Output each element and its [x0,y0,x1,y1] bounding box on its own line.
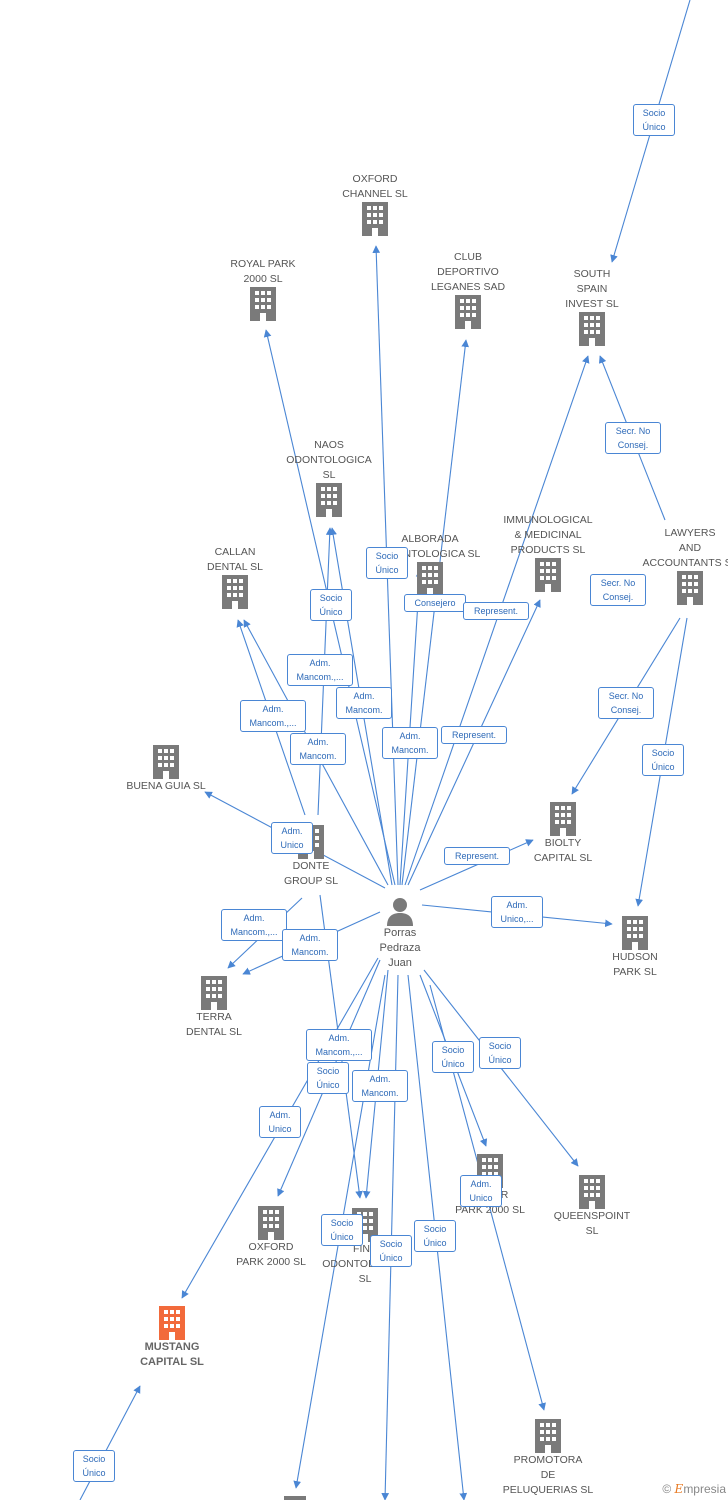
building-icon [284,1496,306,1500]
edge-label[interactable]: Adm. Mancom. [282,929,338,961]
building-icon [201,976,227,1010]
building-icon [153,745,179,779]
edge-label[interactable]: Socio Único [73,1450,115,1482]
company-queenspoint[interactable]: QUEENSPOINT SL [517,1175,667,1239]
company-immunological[interactable]: IMMUNOLOGICAL & MEDICINAL PRODUCTS SL [473,513,623,592]
company-label: CLUB DEPORTIVO LEGANES SAD [430,251,506,293]
edge-label[interactable]: Adm. Mancom. [336,687,392,719]
edge-label[interactable]: Socio Único [370,1235,412,1267]
company-lawyers[interactable]: LAWYERS AND ACCOUNTANTS SL [615,526,728,605]
company-south-spain[interactable]: SOUTH SPAIN INVEST SL [517,267,667,346]
company-label: QUEENSPOINT SL [553,1210,631,1237]
edge-label[interactable]: Adm. Unico [271,822,313,854]
company-label: BUENA GUIA SL [126,780,206,792]
edge-label[interactable]: Consejero [404,594,466,612]
edge-label[interactable]: Socio Único [633,104,675,136]
building-icon [316,483,342,517]
building-icon [622,916,648,950]
company-label: MUSTANG CAPITAL SL [140,1341,204,1368]
edge-label[interactable]: Adm. Mancom.,... [221,909,287,941]
brand-footer: © Empresia [662,1482,726,1496]
person-node[interactable]: Porras Pedraza Juan [325,896,475,971]
brand-logo: E [674,1482,684,1496]
edge-label[interactable]: Socio Único [414,1220,456,1252]
building-icon [535,1419,561,1453]
company-label: BIOLTY CAPITAL SL [533,837,593,864]
edge-label[interactable]: Adm. Unico,... [491,896,543,928]
edge-label[interactable]: Socio Único [642,744,684,776]
company-label: CALLAN DENTAL SL [206,546,264,573]
company-label: ROYAL PARK 2000 SL [230,258,296,285]
building-icon [455,295,481,329]
edge-label[interactable]: Socio Único [366,547,408,579]
company-label: TERRA DENTAL SL [185,1011,243,1038]
company-naos[interactable]: NAOS ODONTOLOGICA SL [254,438,404,517]
edge-label[interactable]: Adm. Mancom.,... [240,700,306,732]
company-oxford-park[interactable]: OXFORD PARK 2000 SL [196,1206,346,1270]
edge-label[interactable]: Socio Único [432,1041,474,1073]
company-label: DONTE GROUP SL [283,860,339,887]
edge-label[interactable]: Socio Único [307,1062,349,1094]
edge-label[interactable]: Secr. No Consej. [605,422,661,454]
edge-label[interactable]: Represent. [463,602,529,620]
company-label: NAOS ODONTOLOGICA SL [286,439,372,481]
company-oxford-channel[interactable]: OXFORD CHANNEL SL [300,172,450,236]
building-icon [550,802,576,836]
edge-label[interactable]: Secr. No Consej. [590,574,646,606]
person-label: Porras Pedraza Juan [379,927,421,969]
edge-label[interactable]: Adm. Mancom. [382,727,438,759]
company-label: SOUTH SPAIN INVEST SL [565,268,619,310]
edge-label[interactable]: Adm. Mancom. [352,1070,408,1102]
edge-label[interactable]: Adm. Mancom.,... [287,654,353,686]
edge-label[interactable]: Represent. [444,847,510,865]
company-hudson[interactable]: HUDSON PARK SL [560,916,710,980]
building-icon [159,1306,185,1340]
company-buena-guia[interactable]: BUENA GUIA SL [91,745,241,794]
brand-name: mpresia [683,1482,726,1496]
company-club-deportivo[interactable]: CLUB DEPORTIVO LEGANES SAD [393,250,543,329]
company-royal-park[interactable]: ROYAL PARK 2000 SL [188,257,338,321]
building-icon [677,571,703,605]
edge-label[interactable]: Socio Único [310,589,352,621]
edge-label[interactable]: Secr. No Consej. [598,687,654,719]
copyright-symbol: © [662,1482,672,1496]
edge-label[interactable]: Socio Único [321,1214,363,1246]
person-icon [387,898,413,926]
edge-label[interactable]: Adm. Mancom.,... [306,1029,372,1061]
building-icon [579,312,605,346]
edge-label[interactable]: Adm. Unico [259,1106,301,1138]
edge-label[interactable]: Socio Único [479,1037,521,1069]
company-biolty[interactable]: BIOLTY CAPITAL SL [488,802,638,866]
company-label: HUDSON PARK SL [612,951,658,978]
building-icon [258,1206,284,1240]
company-alborada[interactable]: ALBORADA ODONTOLOGICA SL [355,532,505,596]
building-icon [417,562,443,596]
building-icon [362,202,388,236]
edge-label[interactable]: Adm. Mancom. [290,733,346,765]
company-mustang[interactable]: MUSTANG CAPITAL SL [97,1306,247,1370]
edge-label[interactable]: Adm. Unico [460,1175,502,1207]
building-icon [250,287,276,321]
building-icon [222,575,248,609]
company-label: IMMUNOLOGICAL & MEDICINAL PRODUCTS SL [503,514,593,556]
building-icon [535,558,561,592]
company-label: OXFORD PARK 2000 SL [236,1241,306,1268]
company-promotora[interactable]: PROMOTORA DE PELUQUERIAS SL [473,1419,623,1498]
edge-label[interactable]: Represent. [441,726,507,744]
company-label: PROMOTORA DE PELUQUERIAS SL [502,1454,594,1496]
company-terra[interactable]: TERRA DENTAL SL [139,976,289,1040]
company-label: OXFORD CHANNEL SL [342,173,408,200]
building-icon [579,1175,605,1209]
company-label: LAWYERS AND ACCOUNTANTS SL [642,527,728,569]
company-callan[interactable]: CALLAN DENTAL SL [160,545,310,609]
